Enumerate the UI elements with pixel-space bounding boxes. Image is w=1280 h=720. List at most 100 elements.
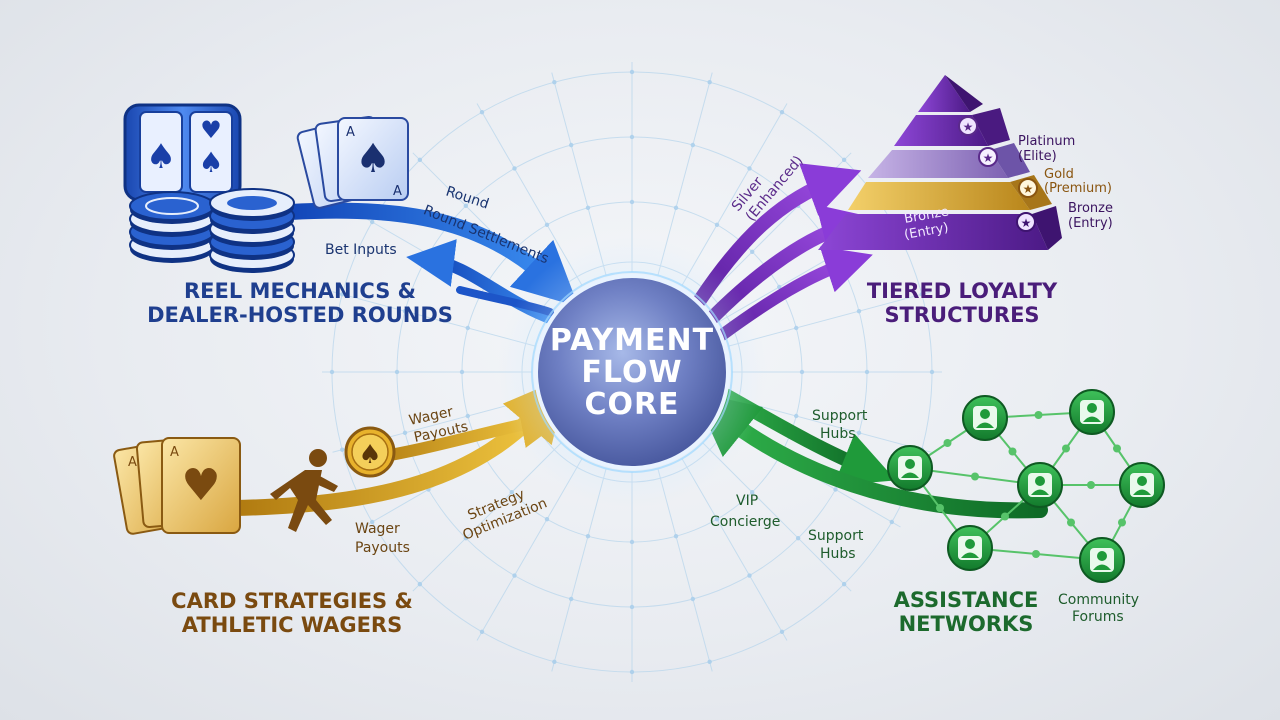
- web-dot: [417, 581, 423, 587]
- web-dot: [465, 413, 470, 419]
- web-dot: [690, 142, 696, 148]
- tier-gold-sub: (Premium): [1044, 181, 1112, 196]
- svg-text:★: ★: [963, 120, 974, 134]
- person-node-icon: [947, 525, 993, 571]
- payment-flow-core[interactable]: PAYMENT FLOW CORE: [497, 237, 767, 507]
- web-dot: [402, 308, 408, 314]
- web-dot: [707, 659, 712, 664]
- assist-label-forums: Forums: [1072, 609, 1124, 625]
- network-dot: [1113, 444, 1121, 453]
- svg-text:★: ★: [983, 151, 994, 165]
- svg-text:♠: ♠: [355, 136, 391, 182]
- network-dot: [1062, 444, 1070, 453]
- network-dot: [943, 439, 952, 447]
- assist-label-concierge: Concierge: [710, 514, 780, 530]
- web-dot: [690, 596, 696, 602]
- slot-reel-icon: ♠ ♥ ♠: [123, 103, 242, 202]
- web-dot: [714, 222, 720, 227]
- web-dot: [779, 629, 785, 635]
- web-dot: [919, 292, 924, 297]
- assist-label-community: Community: [1058, 592, 1139, 608]
- web-dot: [779, 109, 785, 115]
- gold-playing-cards-icon: ♥ A A: [113, 436, 241, 535]
- tier-platinum-name: Platinum: [1018, 134, 1075, 149]
- web-dot: [552, 80, 557, 85]
- web-dot: [585, 205, 591, 210]
- web-dot: [841, 581, 847, 587]
- web-dot: [465, 325, 470, 331]
- core-title-line1: PAYMENT: [550, 323, 714, 358]
- web-dot: [747, 573, 752, 578]
- network-dot: [971, 472, 979, 481]
- web-dot: [794, 413, 799, 419]
- web-dot: [552, 659, 557, 664]
- web-dot: [402, 430, 408, 436]
- core-title-line3: CORE: [584, 387, 679, 422]
- assist-title-line1: ASSISTANCE: [894, 588, 1039, 612]
- person-node-icon: [1079, 537, 1125, 583]
- web-dot: [629, 669, 635, 675]
- web-dot: [629, 539, 635, 545]
- assist-title-line2: NETWORKS: [899, 612, 1034, 636]
- reel-label-bet-inputs: Bet Inputs: [325, 242, 397, 258]
- assist-label-hubs-2: Hubs: [820, 546, 856, 562]
- reel-title-line1: REEL MECHANICS &: [184, 279, 416, 303]
- svg-text:♥: ♥: [181, 460, 220, 511]
- assist-label-hubs-1: Hubs: [820, 426, 856, 442]
- svg-text:♠: ♠: [358, 440, 381, 470]
- svg-text:♠: ♠: [198, 146, 223, 179]
- web-dot: [794, 325, 799, 331]
- core-title-line2: FLOW: [581, 355, 682, 390]
- web-dot: [841, 157, 847, 163]
- person-node-icon: [1069, 389, 1115, 435]
- loyalty-pyramid-icon: ★ ★ ★ ★: [818, 75, 1062, 250]
- network-dot: [1032, 550, 1040, 558]
- cards-title-line2: ATHLETIC WAGERS: [182, 613, 402, 637]
- poker-chip-stack-icon: [129, 188, 295, 273]
- runner-icon: [270, 449, 338, 532]
- web-dot: [512, 573, 517, 578]
- network-dot: [1034, 411, 1043, 419]
- svg-text:A: A: [170, 445, 179, 460]
- network-dot: [1001, 512, 1009, 521]
- web-dot: [463, 535, 469, 541]
- assist-label-support-2: Support: [808, 528, 864, 544]
- web-dot: [856, 308, 862, 314]
- web-dot: [833, 487, 838, 492]
- web-dot: [544, 517, 550, 522]
- svg-text:♥: ♥: [200, 116, 222, 144]
- loyalty-title-line2: STRUCTURES: [884, 303, 1039, 327]
- network-dot: [936, 504, 944, 512]
- web-dot: [463, 203, 469, 209]
- web-dot: [479, 109, 485, 115]
- person-node-icon: [887, 445, 933, 491]
- web-dot: [329, 369, 335, 375]
- web-dot: [833, 252, 838, 257]
- web-dot: [459, 369, 465, 375]
- web-dot: [509, 490, 514, 495]
- web-dot: [340, 292, 345, 297]
- web-spoke: [728, 291, 932, 347]
- cards-label-payouts-bottom: Payouts: [355, 540, 410, 556]
- person-node-icon: [1119, 462, 1165, 508]
- poker-chip-top: [225, 194, 279, 212]
- web-dot: [889, 519, 895, 525]
- web-dot: [369, 519, 375, 525]
- svg-text:A: A: [128, 455, 137, 470]
- loyalty-title-line1: TIERED LOYALTY: [867, 279, 1058, 303]
- reel-label-round: Round: [444, 184, 491, 213]
- tier-bronze-sub: (Entry): [1068, 216, 1113, 231]
- web-dot: [394, 369, 400, 375]
- web-dot: [629, 134, 635, 140]
- network-dot: [1067, 518, 1075, 527]
- person-node-icon: [1017, 462, 1063, 508]
- web-dot: [673, 534, 679, 539]
- web-dot: [714, 517, 720, 522]
- web-dot: [544, 222, 550, 227]
- assist-label-vip: VIP: [736, 493, 758, 509]
- web-dot: [629, 604, 635, 610]
- reel-title-line2: DEALER-HOSTED ROUNDS: [147, 303, 453, 327]
- web-dot: [707, 80, 712, 85]
- web-dot: [512, 166, 517, 171]
- web-dot: [673, 205, 679, 210]
